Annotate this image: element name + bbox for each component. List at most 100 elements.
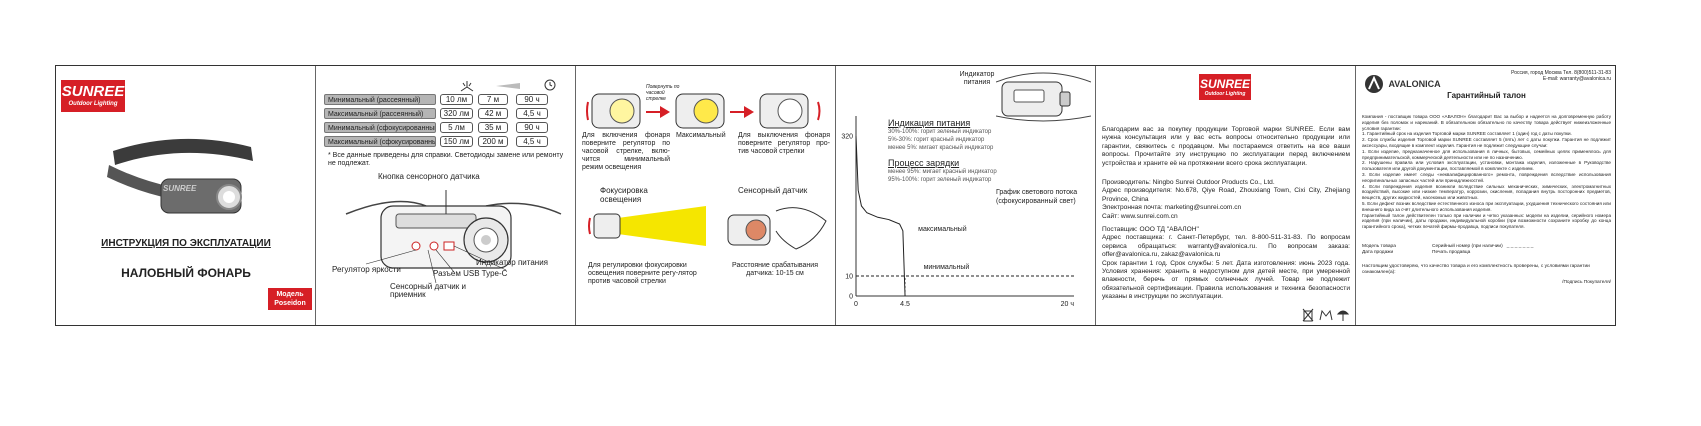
clock-icon	[544, 79, 556, 91]
warranty-address: Россия, город Москва Тел. 8(800)511-31-8…	[1511, 70, 1611, 82]
instruction-title: ИНСТРУКЦИЯ ПО ЭКСПЛУАТАЦИИ	[101, 238, 271, 249]
warranty-clause: 4. Если повреждения изделия возникли всл…	[1362, 183, 1611, 201]
about-site: Сайт: www.sunrei.com.cn	[1102, 212, 1178, 220]
sensor-title: Сенсорный датчик	[738, 186, 808, 195]
about-terms: Срок гарантии 1 год. Срок службы: 5 лет.…	[1102, 259, 1350, 301]
about-brand-logo: SUNREE Outdoor Lighting	[1199, 74, 1251, 100]
about-supplier-block: Поставщик: ООО ТД "АВАЛОН" Адрес поставщ…	[1102, 226, 1350, 302]
warranty-clause: Гарантийный талон действителен только пр…	[1362, 212, 1611, 230]
mode-runtime: 4,5 ч	[516, 136, 548, 147]
warranty-clause: 3. Если изделие имеет следы «неквалифици…	[1362, 171, 1611, 183]
cover-panel: SUNREE Outdoor Lighting SUNREE ИНСТРУКЦИ…	[56, 66, 316, 325]
operation-steps-diagram	[586, 93, 821, 129]
brand-logo-subtext: Outdoor Lighting	[68, 101, 118, 107]
y-tick-label: 10	[845, 274, 853, 281]
product-title: НАЛОБНЫЙ ФОНАРЬ	[121, 266, 251, 280]
warranty-clause: 1. Гарантийный срок на изделия Торговой …	[1362, 131, 1572, 137]
about-brand-logo-subtext: Outdoor Lighting	[1204, 91, 1246, 97]
avalonica-logo: AVALONICA	[1364, 74, 1441, 94]
distance-icon	[496, 83, 520, 89]
mode-label: Максимальный (рассеянный)	[324, 108, 436, 119]
series-line	[855, 135, 906, 297]
y-tick-label: 0	[849, 294, 853, 301]
warranty-clause: 1. Если изделие, предназначенное для исп…	[1362, 148, 1611, 160]
chart-title: График светового потока (сфокусированный…	[996, 189, 1078, 205]
brand-logo: SUNREE Outdoor Lighting	[61, 80, 125, 112]
stamp-field-label: Печать продавца	[1432, 250, 1471, 255]
warranty-fields: Модель товара Серийный номер (при наличи…	[1362, 244, 1611, 256]
rotate-note: Повернуть по часовой стрелке	[646, 84, 680, 102]
mode-lumens: 5 лм	[440, 122, 473, 133]
about-address: Адрес производителя: No.678, Qiye Road, …	[1102, 187, 1350, 203]
headlamp-photo: SUNREE	[107, 138, 253, 214]
series-label: минимальный	[924, 263, 970, 271]
mode-runtime: 90 ч	[516, 94, 548, 105]
mode-lumens: 150 лм	[440, 136, 473, 147]
charging-lamp-diagram	[996, 72, 1091, 122]
serial-field-line: _ _ _ _ _ _ _	[1506, 244, 1534, 249]
about-intro: Благодарим вас за покупку продукции Торг…	[1102, 126, 1350, 167]
avalonica-logo-icon	[1365, 75, 1383, 93]
specs-footnote: * Все данные приведены для справки. Свет…	[328, 152, 564, 167]
indicator-label: Индикатор питания	[959, 71, 995, 86]
mode-label: Минимальный (сфокусированный)	[324, 122, 436, 133]
charge-lines: менее 95%: мигает красный индикатор 95%-…	[888, 168, 997, 184]
warranty-row: Дата продажи Печать продавца	[1362, 250, 1611, 256]
callout-brightness: Регулятор яркости	[332, 265, 401, 274]
operation-panel: Повернуть по часовой стрелке Для включен…	[576, 66, 836, 325]
lamp-diagram	[345, 190, 562, 284]
warranty-title: Гарантийный талон	[1447, 91, 1526, 100]
brand-logo-text: SUNREE	[61, 83, 125, 100]
x-tick-label: 0	[854, 301, 858, 308]
power-indication-title: Индикация питания	[888, 118, 971, 128]
warranty-signature: /Подпись Покупателя/	[1562, 280, 1611, 285]
warranty-row: Модель товара Серийный номер (при наличи…	[1362, 244, 1611, 250]
charge-line: менее 95%: мигает красный индикатор	[888, 169, 997, 175]
date-field-label: Дата продажи	[1362, 250, 1394, 255]
warranty-panel: AVALONICA Россия, город Москва Тел. 8(80…	[1356, 66, 1617, 325]
warranty-clause: 2. Срок службы изделия Торговой марки SU…	[1362, 137, 1611, 148]
mode-distance: 35 м	[478, 122, 508, 133]
power-lines: 30%-100%: горит зеленый индикатор 5%-30%…	[888, 128, 993, 152]
power-line: 30%-100%: горит зеленый индикатор	[888, 129, 992, 135]
model-badge: Модель Poseidon	[268, 288, 312, 310]
about-manufacturer: Производитель: Ningbo Sunrei Outdoor Pro…	[1102, 179, 1275, 186]
callout-usb: Разъем USB Type-C	[433, 269, 508, 278]
mode-lumens: 320 лм	[440, 108, 473, 119]
model-name: Poseidon	[274, 300, 306, 307]
about-panel: SUNREE Outdoor Lighting Благодарим вас з…	[1096, 66, 1356, 325]
about-supplier-details: Адрес поставщика: г. Санкт-Петербург, те…	[1102, 234, 1350, 259]
warranty-clause: Компания - поставщик товара ООО «АВАЛОН»…	[1362, 114, 1611, 131]
series-label: максимальный	[918, 225, 967, 233]
focus-title: Фокусировка освещения	[600, 186, 648, 204]
manual-sheet: SUNREE Outdoor Lighting SUNREE ИНСТРУКЦИ…	[55, 65, 1616, 326]
x-tick-label: 20 ч	[1061, 301, 1075, 308]
about-supplier: Поставщик: ООО ТД "АВАЛОН"	[1102, 226, 1199, 233]
focus-instruction: Для регулировки фокусировки освещения по…	[588, 262, 697, 285]
mode-runtime: 4,5 ч	[516, 108, 548, 119]
warranty-address-line1: Россия, город Москва Тел. 8(800)511-31-8…	[1511, 70, 1611, 76]
callout-touch-button: Кнопка сенсорного датчика	[378, 172, 480, 181]
mode-distance: 200 м	[478, 136, 508, 147]
warranty-confirm: Настоящим удостоверяю, что качество това…	[1362, 264, 1590, 275]
brightness-icon	[460, 81, 474, 92]
mode-label: Минимальный (рассеянный)	[324, 94, 436, 105]
x-tick-label: 4.5	[900, 301, 910, 308]
y-tick-label: 320	[841, 134, 853, 141]
callout-power-indicator: Индикатор питания	[476, 258, 548, 267]
power-line: 5%-30%: горит красный индикатор	[888, 137, 985, 143]
specs-panel: Минимальный (рассеянный) 10 лм 7 м 90 ч …	[316, 66, 576, 325]
mode-label: Максимальный (сфокусированный)	[324, 136, 436, 147]
serial-field-label: Серийный номер (при наличии)	[1432, 244, 1503, 249]
about-email: Электронная почта: marketing@sunrei.com.…	[1102, 204, 1242, 212]
callout-sensor-line2: приемник	[390, 290, 426, 299]
warranty-clause: 2. Нарушены правила или условия эксплуат…	[1362, 160, 1611, 172]
on-instruction: Для включения фонаря поверните регулятор…	[582, 132, 670, 171]
off-instruction: Для выключения фонаря поверните регулято…	[738, 132, 830, 155]
strap-brand-text: SUNREE	[163, 184, 197, 193]
avalonica-logo-text: AVALONICA	[1388, 79, 1441, 89]
disposal-icons	[1302, 308, 1350, 322]
model-label: Модель	[276, 291, 304, 298]
mode-distance: 42 м	[478, 108, 508, 119]
callout-sensor: Сенсорный датчик и приемник	[390, 283, 466, 299]
